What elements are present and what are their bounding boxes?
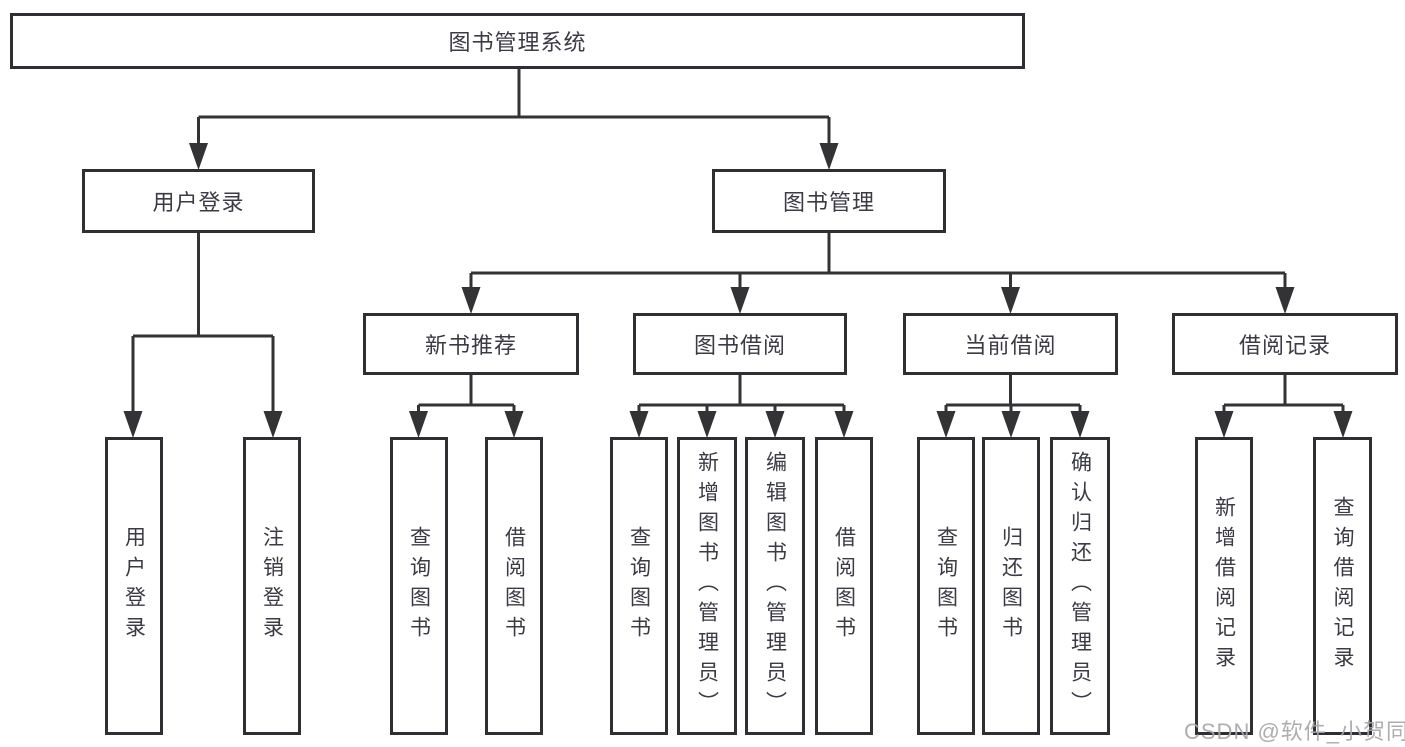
arrow-down-icon	[409, 411, 428, 438]
arrow-down-icon	[819, 143, 839, 170]
node-leaf-user-login: 用户登录	[105, 437, 163, 735]
arrow-down-icon	[1001, 287, 1020, 314]
arrow-down-icon	[123, 411, 143, 438]
node-root-library-system: 图书管理系统	[10, 13, 1025, 69]
arrow-down-icon	[697, 411, 717, 438]
connector-path	[131, 68, 1345, 434]
node-book-borrowing: 图书借阅	[633, 313, 847, 375]
node-leaf-borrowing-borrow-books: 借阅图书	[815, 437, 873, 735]
node-label: 图书管理系统	[448, 30, 587, 55]
arrow-down-icon	[765, 411, 785, 438]
node-new-book-recommend: 新书推荐	[363, 313, 579, 375]
node-label: 借阅图书	[502, 526, 526, 646]
node-leaf-borrowing-query-books: 查询图书	[610, 437, 668, 735]
watermark: CSDN @软件_小贺同学	[1184, 719, 1405, 744]
node-leaf-logout: 注销登录	[243, 437, 301, 735]
node-label: 新增图书（管理员）	[695, 451, 719, 721]
node-leaf-current-query-books: 查询图书	[917, 437, 975, 735]
arrow-down-icon	[936, 411, 956, 438]
node-leaf-records-add-record: 新增借阅记录	[1195, 437, 1253, 735]
node-label: 新增借阅记录	[1212, 496, 1236, 676]
node-leaf-borrowing-add-books-admin: 新增图书（管理员）	[677, 437, 737, 735]
arrow-down-icon	[189, 143, 208, 170]
arrow-down-icon	[461, 287, 481, 314]
node-book-management: 图书管理	[712, 169, 946, 233]
arrow-down-icon	[1001, 411, 1021, 438]
node-label: 借阅图书	[832, 526, 856, 646]
node-borrowing-records: 借阅记录	[1172, 313, 1398, 375]
node-label: 借阅记录	[1238, 333, 1331, 358]
node-leaf-borrowing-edit-books-admin: 编辑图书（管理员）	[745, 437, 805, 735]
arrow-down-icon	[1275, 287, 1295, 314]
node-label: 查询图书	[407, 526, 431, 646]
arrow-down-icon	[730, 287, 750, 314]
node-label: 查询图书	[627, 526, 651, 646]
node-leaf-records-query-record: 查询借阅记录	[1313, 437, 1372, 735]
arrow-down-icon	[1070, 411, 1090, 438]
node-leaf-recommend-query-books: 查询图书	[390, 437, 448, 735]
node-label: 图书借阅	[693, 333, 786, 358]
node-label: 用户登录	[122, 526, 146, 646]
node-label: 用户登录	[152, 190, 245, 215]
arrow-down-icon	[834, 411, 854, 438]
node-label: 新书推荐	[424, 333, 517, 358]
node-leaf-current-confirm-return-admin: 确认归还（管理员）	[1050, 437, 1110, 735]
arrow-down-icon	[629, 411, 649, 438]
node-current-borrowing: 当前借阅	[903, 313, 1118, 375]
node-label: 查询借阅记录	[1331, 496, 1354, 676]
node-label: 当前借阅	[964, 333, 1057, 358]
node-label: 确认归还（管理员）	[1068, 451, 1092, 721]
node-label: 注销登录	[260, 526, 284, 646]
node-label: 查询图书	[934, 526, 958, 646]
node-label: 图书管理	[782, 190, 875, 215]
arrow-down-icon	[263, 411, 283, 438]
node-label: 归还图书	[999, 526, 1023, 646]
arrow-down-icon	[1214, 411, 1234, 438]
arrow-down-icon	[504, 411, 524, 438]
node-leaf-current-return-books: 归还图书	[982, 437, 1040, 735]
arrow-down-icons	[123, 143, 1353, 438]
arrow-down-icon	[1333, 411, 1353, 438]
node-leaf-recommend-borrow-books: 借阅图书	[485, 437, 543, 735]
node-user-login: 用户登录	[82, 169, 315, 233]
node-label: 编辑图书（管理员）	[763, 451, 787, 721]
